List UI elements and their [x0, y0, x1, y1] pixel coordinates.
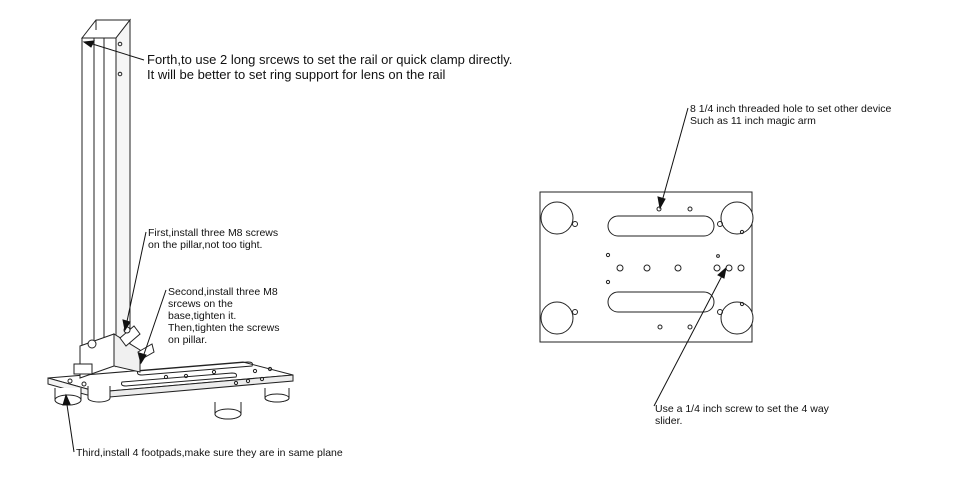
footpads: [54, 386, 290, 420]
threaded-holes: [605, 206, 745, 330]
note-slider-screw: Use a 1/4 inch screw to set the 4 way sl…: [655, 403, 829, 427]
top-view-drawing: [539, 107, 754, 407]
note-third-footpads: Third,install 4 footpads,make sure they …: [76, 447, 343, 459]
lower-slot: [607, 291, 715, 313]
note-second-base-screws: Second,install three M8 srcews on the ba…: [168, 286, 280, 346]
pillar-stand-drawing: [47, 18, 294, 453]
note-threaded-holes: 8 1/4 inch threaded hole to set other de…: [690, 103, 892, 127]
pillar-leader-lines: [62, 40, 167, 453]
corner-bracket: [73, 325, 155, 379]
top-view-leader-lines: [653, 107, 727, 407]
upper-slot: [607, 215, 715, 237]
top-plate-outline: [539, 191, 753, 343]
note-first-pillar-screws: First,install three M8 screws on the pil…: [148, 227, 279, 251]
note-forth-rail-screws: Forth,to use 2 long srcews to set the ra…: [147, 52, 513, 82]
pillar: [80, 18, 132, 368]
